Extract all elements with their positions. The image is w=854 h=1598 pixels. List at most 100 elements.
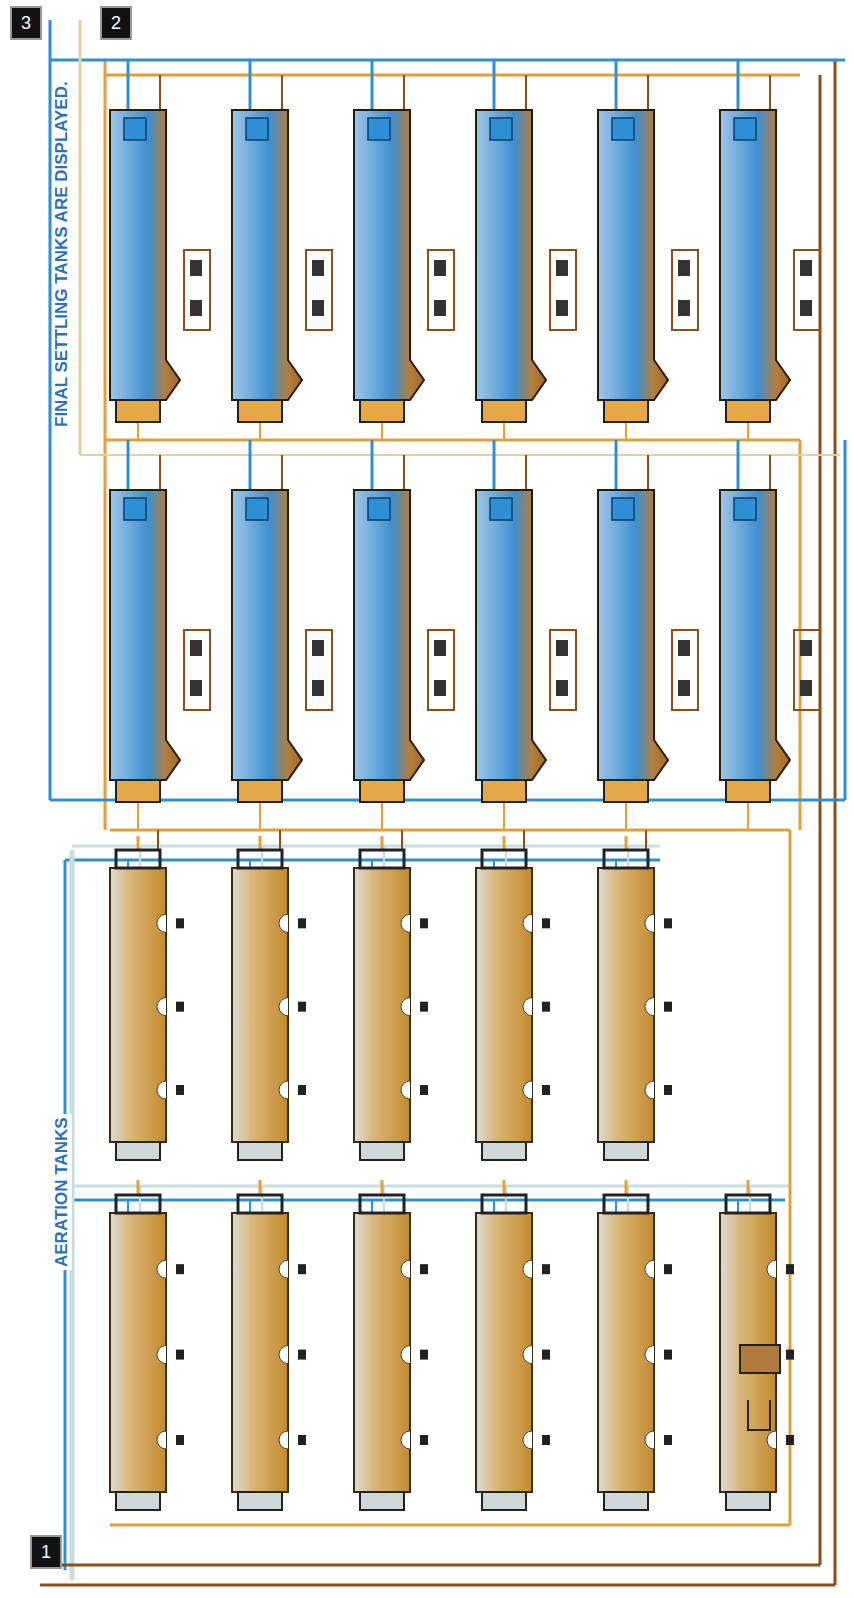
pump (434, 640, 446, 656)
feed-drop (747, 422, 749, 440)
sludge-drop (281, 455, 283, 490)
sludge-drop (525, 75, 527, 110)
diffuser (401, 1260, 410, 1278)
pump (190, 300, 202, 316)
settling-tank (598, 490, 668, 780)
ml-outlet (747, 1180, 750, 1195)
feed-header (72, 845, 660, 848)
effluent-box (124, 498, 146, 520)
valve (176, 1085, 184, 1095)
settling-tank (232, 110, 302, 400)
inlet-box (482, 400, 526, 422)
settling-tank (110, 110, 180, 400)
inlet-box (360, 1142, 404, 1160)
pump (434, 680, 446, 696)
diffuser (645, 1081, 654, 1099)
sludge-return (40, 1584, 835, 1587)
pump (678, 300, 690, 316)
sludge-loop (794, 630, 820, 710)
effluent-box (734, 498, 756, 520)
sludge-drop (769, 75, 771, 110)
effluent-header (844, 440, 847, 800)
diffuser (645, 1431, 654, 1449)
settling-tank (476, 490, 546, 780)
sludge-return (40, 1564, 820, 1567)
inlet-box (116, 400, 160, 422)
diffuser (157, 998, 166, 1016)
sludge-riser (834, 60, 837, 1585)
outlet-box (238, 850, 282, 868)
valve (542, 1264, 550, 1274)
outlet-box (360, 850, 404, 868)
outlet-box (116, 1195, 160, 1213)
inlet-box (604, 1142, 648, 1160)
diffuser (401, 1346, 410, 1364)
pump (800, 640, 812, 656)
aeration-tank (476, 868, 532, 1142)
diffuser (523, 914, 532, 932)
pump (678, 260, 690, 276)
valve (176, 1264, 184, 1274)
mixed-liquor (110, 1524, 790, 1527)
settling-tank (110, 490, 180, 780)
diffuser (279, 1081, 288, 1099)
diffuser (157, 1431, 166, 1449)
effluent-box (368, 498, 390, 520)
valve (786, 1264, 794, 1274)
effluent-box (490, 118, 512, 140)
pump (800, 260, 812, 276)
outlet-box (482, 1195, 526, 1213)
pump (556, 260, 568, 276)
inlet-box (726, 400, 770, 422)
feed-drop (381, 802, 383, 830)
valve (664, 1350, 672, 1360)
callout-number: 2 (100, 6, 132, 40)
diffuser (157, 914, 166, 932)
diffuser (645, 1346, 654, 1364)
feed-drop (503, 802, 505, 830)
sludge-loop (428, 630, 454, 710)
section-title: FINAL SETTLING TANKS ARE DISPLAYED. (52, 78, 72, 430)
inlet-box (604, 780, 648, 802)
effluent-box (368, 118, 390, 140)
valve (664, 1264, 672, 1274)
mixed-liquor (105, 74, 800, 77)
mixed-liquor (105, 439, 800, 442)
inlet-box (482, 1142, 526, 1160)
sludge-loop (550, 630, 576, 710)
ras-line (523, 830, 525, 850)
diffuser (767, 1260, 776, 1278)
sludge-loop (550, 250, 576, 330)
aeration-tank (110, 1213, 166, 1492)
diffuser (279, 1260, 288, 1278)
ml-outlet (503, 1180, 506, 1195)
inlet-box (360, 400, 404, 422)
sludge-loop (306, 630, 332, 710)
sludge-loop (184, 250, 210, 330)
aeration-tank (232, 1213, 288, 1492)
outlet-box (116, 850, 160, 868)
valve (176, 1350, 184, 1360)
inlet-box (238, 780, 282, 802)
valve (664, 1002, 672, 1012)
effluent-header (50, 59, 845, 62)
settling-tank (598, 110, 668, 400)
sludge-drop (159, 75, 161, 110)
settling-tank (720, 490, 790, 780)
ml-outlet (625, 1180, 628, 1195)
valve (542, 1435, 550, 1445)
sludge-loop (428, 250, 454, 330)
sludge-drop (281, 75, 283, 110)
ras-line (401, 830, 403, 850)
dosing-tank (740, 1345, 780, 1373)
aeration-tank (354, 1213, 410, 1492)
pump (190, 260, 202, 276)
outlet-box (360, 1195, 404, 1213)
diffuser (401, 998, 410, 1016)
pump (800, 300, 812, 316)
feed-drop (381, 422, 383, 440)
ml-outlet (381, 1180, 384, 1195)
valve (420, 1264, 428, 1274)
valve (542, 918, 550, 928)
